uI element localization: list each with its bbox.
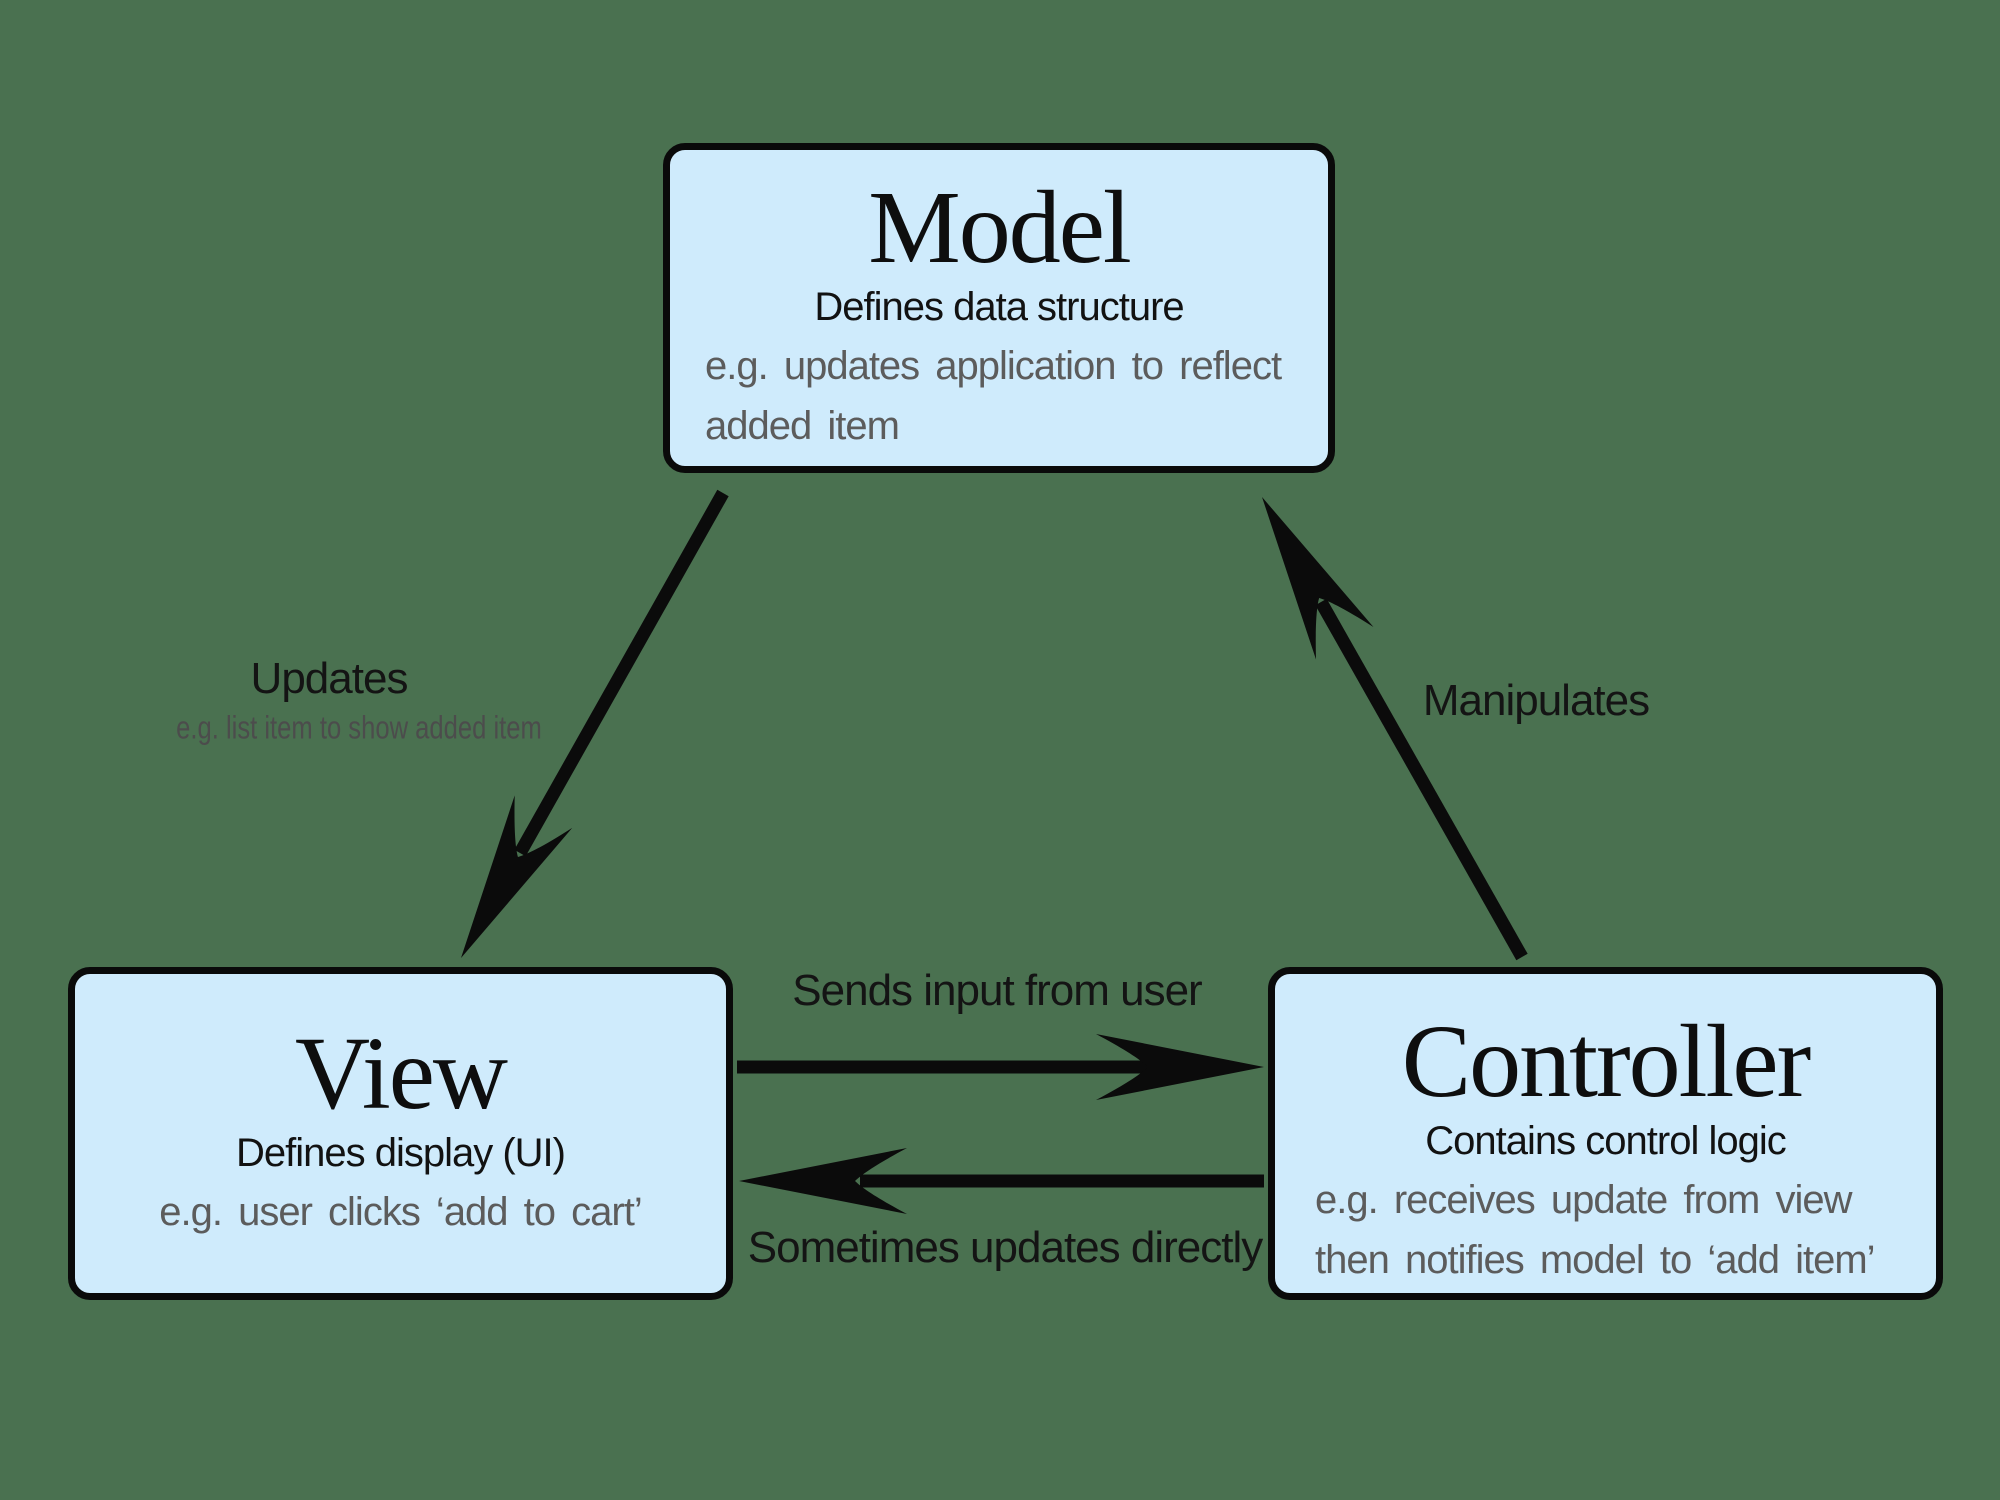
arrowhead-icon — [1096, 1034, 1264, 1100]
controller-subtitle: Contains control logic — [1425, 1119, 1786, 1163]
arrowhead-icon — [461, 795, 573, 958]
view-to-controller-arrow — [737, 1034, 1264, 1100]
sends-input-edge-label: Sends input from user — [792, 966, 1202, 1015]
view-example-text: e.g. user clicks ‘add to cart’ — [75, 1182, 726, 1242]
arrowhead-icon — [1262, 497, 1374, 660]
controller-title: Controller — [1401, 1004, 1811, 1119]
model-subtitle: Defines data structure — [814, 285, 1184, 329]
manipulates-edge-label: Manipulates — [1422, 676, 1650, 725]
model-example-text: e.g. updates application to reflect adde… — [670, 336, 1328, 456]
controller-example-text: e.g. receives update from view then noti… — [1275, 1170, 1936, 1290]
view-node: View Defines display (UI) e.g. user clic… — [68, 967, 733, 1300]
controller-example-line: then notifies model to ‘add item’ — [1315, 1238, 1876, 1282]
view-subtitle: Defines display (UI) — [235, 1131, 566, 1175]
controller-example-line: e.g. receives update from view — [1315, 1178, 1852, 1222]
model-example-line: e.g. updates application to reflect — [705, 344, 1282, 388]
model-to-view-arrow — [461, 489, 729, 958]
controller-to-model-arrow — [1262, 497, 1528, 961]
view-example-line: e.g. user clicks ‘add to cart’ — [159, 1190, 642, 1234]
model-title: Model — [868, 170, 1132, 285]
model-example-line: added item — [705, 404, 900, 448]
model-node: Model Defines data structure e.g. update… — [663, 143, 1335, 473]
controller-node: Controller Contains control logic e.g. r… — [1268, 967, 1943, 1300]
arrowhead-icon — [739, 1148, 907, 1214]
sometimes-updates-edge-label: Sometimes updates directly — [747, 1223, 1263, 1272]
view-title: View — [294, 1016, 508, 1131]
controller-to-view-arrow — [739, 1148, 1264, 1214]
updates-edge-sublabel: e.g. list item to show added item — [176, 709, 542, 746]
updates-edge-label: Updates — [250, 654, 409, 703]
